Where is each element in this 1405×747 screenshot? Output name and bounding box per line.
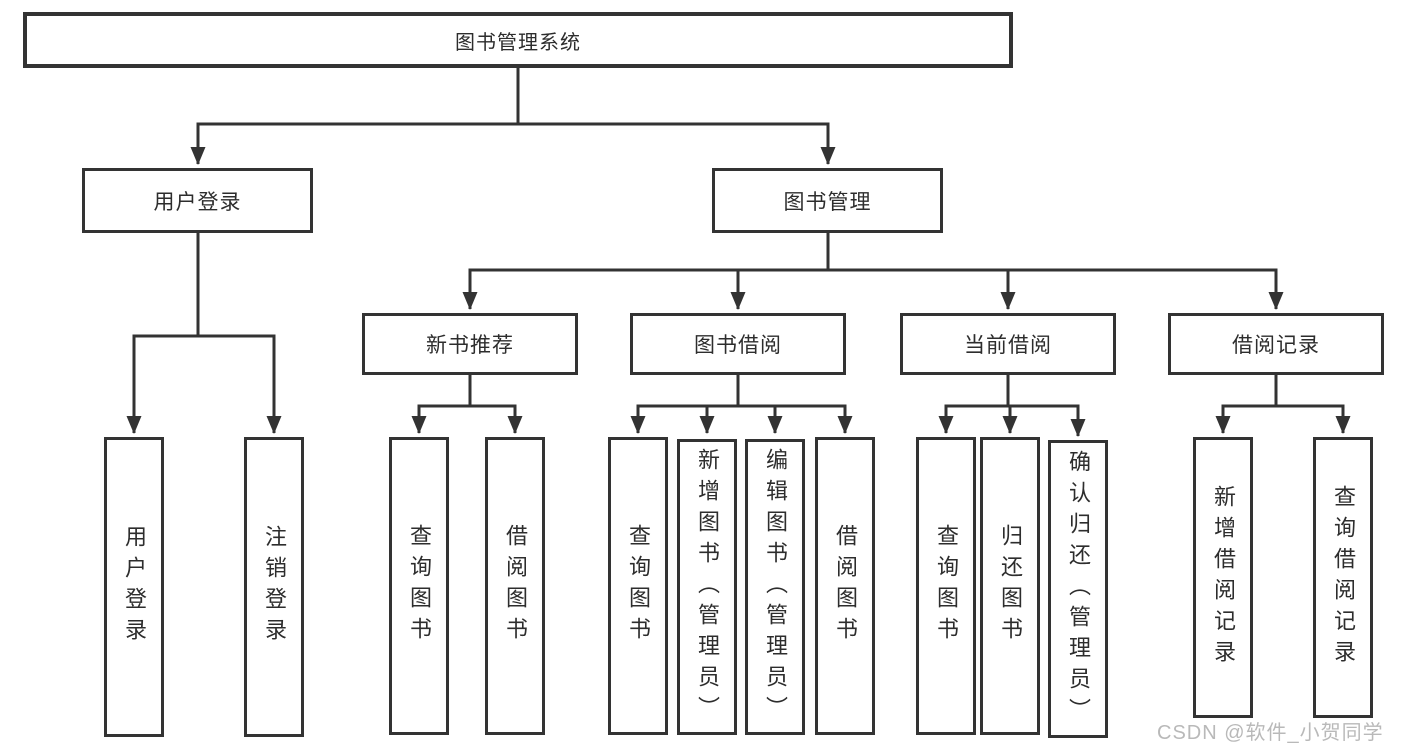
leaf-borrow-add-books-admin: 新增图书（管理员） [677, 439, 737, 735]
node-new-book-recommend-label: 新书推荐 [426, 334, 514, 357]
csdn-watermark: CSDN @软件_小贺同学 [1157, 722, 1384, 744]
node-book-borrow: 图书借阅 [630, 313, 846, 375]
leaf-borrow-add-books-admin-label: 新增图书（管理员） [695, 447, 720, 727]
leaf-current-return-books-label: 归还图书 [998, 524, 1023, 648]
leaf-recommend-borrow-books: 借阅图书 [485, 437, 545, 735]
leaf-borrow-borrow-books-label: 借阅图书 [833, 524, 858, 648]
node-library-system: 图书管理系统 [23, 12, 1013, 68]
leaf-borrow-borrow-books: 借阅图书 [815, 437, 875, 735]
leaf-logout: 注销登录 [244, 437, 304, 737]
leaf-borrow-edit-books-admin: 编辑图书（管理员） [745, 439, 805, 735]
leaf-borrow-query-books: 查询图书 [608, 437, 668, 735]
node-borrow-records-label: 借阅记录 [1232, 334, 1320, 357]
leaf-records-query-record: 查询借阅记录 [1313, 437, 1373, 718]
node-new-book-recommend: 新书推荐 [362, 313, 578, 375]
node-current-borrow-label: 当前借阅 [964, 334, 1052, 357]
leaf-current-confirm-return-admin: 确认归还（管理员） [1048, 440, 1108, 738]
leaf-recommend-query-books-label: 查询图书 [407, 524, 432, 648]
node-borrow-records: 借阅记录 [1168, 313, 1384, 375]
node-book-borrow-label: 图书借阅 [694, 334, 782, 357]
leaf-current-return-books: 归还图书 [980, 437, 1040, 735]
node-book-management-label: 图书管理 [783, 190, 872, 214]
leaf-records-query-record-label: 查询借阅记录 [1331, 484, 1356, 671]
leaf-records-add-record-label: 新增借阅记录 [1211, 484, 1236, 671]
node-library-system-label: 图书管理系统 [455, 31, 581, 54]
leaf-current-confirm-return-admin-label: 确认归还（管理员） [1066, 449, 1091, 729]
leaf-borrow-edit-books-admin-label: 编辑图书（管理员） [763, 447, 788, 727]
leaf-user-login-label: 用户登录 [122, 525, 147, 649]
leaf-recommend-query-books: 查询图书 [389, 437, 449, 735]
leaf-user-login: 用户登录 [104, 437, 164, 737]
leaf-borrow-query-books-label: 查询图书 [626, 524, 651, 648]
leaf-records-add-record: 新增借阅记录 [1193, 437, 1253, 718]
node-user-login-label: 用户登录 [153, 190, 242, 214]
node-current-borrow: 当前借阅 [900, 313, 1116, 375]
leaf-current-query-books-label: 查询图书 [934, 524, 959, 648]
leaf-current-query-books: 查询图书 [916, 437, 976, 735]
node-book-management: 图书管理 [712, 168, 943, 233]
leaf-logout-label: 注销登录 [262, 525, 287, 649]
leaf-recommend-borrow-books-label: 借阅图书 [503, 524, 528, 648]
node-user-login: 用户登录 [82, 168, 313, 233]
